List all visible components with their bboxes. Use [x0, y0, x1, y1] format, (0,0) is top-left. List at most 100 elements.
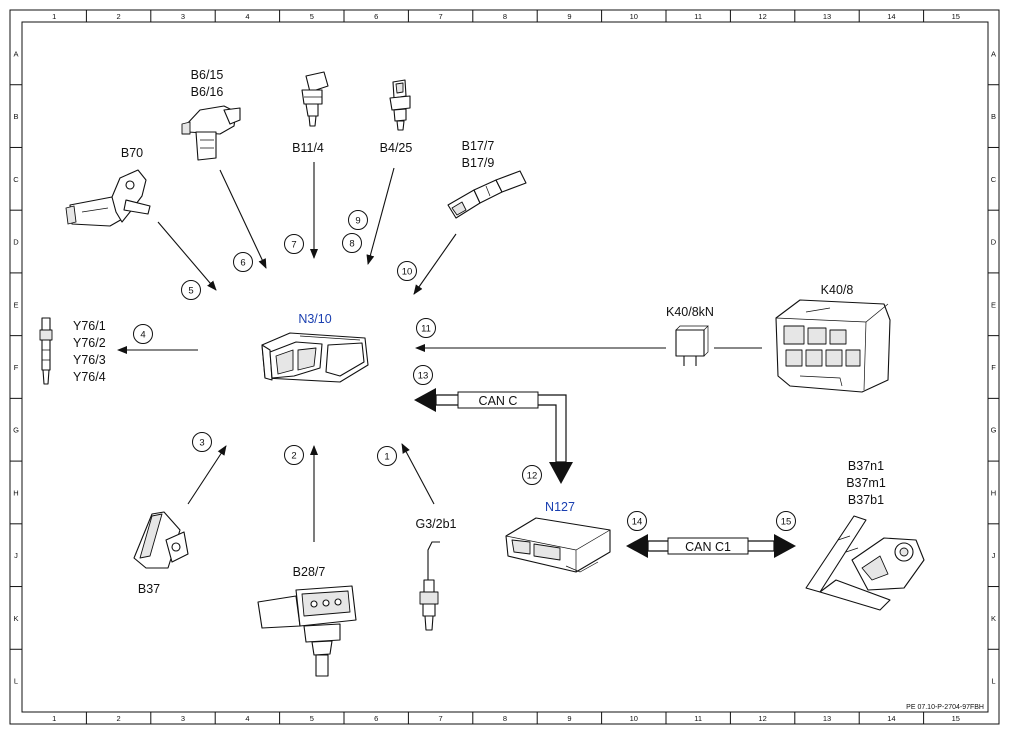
grid-row-right-D: D: [991, 238, 997, 247]
grid-ticks: [10, 10, 999, 724]
b28-icon: [257, 585, 357, 677]
grid-col-top-12: 12: [758, 12, 766, 21]
grid-row-left-A: A: [13, 49, 18, 58]
can-c1-bus: CAN C1: [626, 534, 796, 558]
grid-row-right-C: C: [991, 175, 997, 184]
grid-col-bottom-4: 4: [245, 714, 249, 723]
grid-col-bottom-5: 5: [310, 714, 314, 723]
module-k40-8: K40/8: [775, 283, 891, 393]
b37n1-icon: [805, 515, 925, 611]
n127-icon: [505, 517, 611, 573]
callout-number: 6: [240, 257, 245, 268]
label-b17-9: B17/9: [462, 156, 495, 170]
b11-icon: [301, 71, 329, 127]
callout-8: 8: [342, 233, 362, 253]
can-c-bus: CAN C: [414, 388, 573, 484]
can-c1-arrowhead-right: [774, 534, 796, 558]
callout-number: 9: [355, 215, 360, 226]
relay-k40-8kn: K40/8kN: [666, 305, 714, 366]
callout-13: 13: [413, 365, 433, 385]
grid-col-top-5: 5: [310, 12, 314, 21]
grid-col-bottom-15: 15: [952, 714, 960, 723]
label-b37n1: B37n1: [848, 459, 884, 473]
label-b11-4: B11/4: [292, 141, 324, 155]
label-y76-1: Y76/1: [73, 319, 106, 333]
grid-row-left-L: L: [14, 677, 18, 686]
grid-row-left-K: K: [13, 614, 18, 623]
ecu-label: N3/10: [298, 312, 331, 326]
grid-row-right-H: H: [991, 488, 996, 497]
grid-row-right-E: E: [991, 300, 996, 309]
callout-2: 2: [284, 445, 304, 465]
grid-row-left-F: F: [14, 363, 19, 372]
grid-col-bottom-2: 2: [117, 714, 121, 723]
grid-col-top-13: 13: [823, 12, 831, 21]
label-y76-4: Y76/4: [73, 370, 106, 384]
arrow-3: [187, 445, 227, 505]
label-g3-2b1: G3/2b1: [415, 517, 456, 531]
grid-col-top-8: 8: [503, 12, 507, 21]
callout-number: 11: [421, 323, 431, 334]
callout-number: 2: [291, 450, 296, 461]
arrow-6: [219, 169, 267, 269]
assembly-b37n1: B37n1 B37m1 B37b1: [805, 459, 925, 611]
label-k40-8: K40/8: [821, 283, 854, 297]
callout-number: 12: [527, 470, 538, 481]
grid-col-top-3: 3: [181, 12, 185, 21]
label-b4-25: B4/25: [380, 141, 413, 155]
b6-icon: [181, 105, 241, 161]
g3-icon: [419, 541, 440, 631]
label-b37: B37: [138, 582, 160, 596]
b70-icon: [65, 169, 151, 227]
y76-icon: [39, 317, 53, 385]
label-b70: B70: [121, 146, 143, 160]
grid-row-left-C: C: [13, 175, 19, 184]
b4-icon: [389, 79, 411, 131]
can-c-label: CAN C: [479, 394, 518, 408]
can-c-arrowhead-left: [414, 388, 436, 412]
grid-col-top-14: 14: [887, 12, 895, 21]
label-b28-7: B28/7: [293, 565, 326, 579]
sensor-g3-2b1: G3/2b1: [415, 517, 457, 631]
callout-10: 10: [397, 261, 417, 281]
module-n127: N127: [505, 500, 611, 573]
grid-row-right-K: K: [991, 614, 996, 623]
grid-col-bottom-11: 11: [694, 714, 702, 723]
injectors-y76: Y76/1 Y76/2 Y76/3 Y76/4: [39, 317, 106, 385]
frame: 1122334455667788991010111112121313141415…: [9, 9, 1000, 725]
grid-col-top-9: 9: [567, 12, 571, 21]
can-c-arrowhead-down: [549, 462, 573, 484]
grid-col-bottom-10: 10: [630, 714, 638, 723]
grid-row-right-J: J: [992, 551, 996, 560]
callout-number: 4: [140, 329, 145, 340]
arrow-1: [401, 443, 435, 505]
can-c1-arrowhead-left: [626, 534, 648, 558]
grid-labels: 1122334455667788991010111112121313141415…: [13, 12, 997, 723]
ecu-n3-10: N3/10: [261, 312, 369, 383]
callout-number: 7: [291, 239, 296, 250]
sensor-b4-25: B4/25: [380, 79, 413, 155]
can-c1-label: CAN C1: [685, 540, 731, 554]
grid-col-top-7: 7: [439, 12, 443, 21]
callout-number: 14: [632, 516, 643, 527]
grid-col-top-10: 10: [630, 12, 638, 21]
sensor-b28-7: B28/7: [257, 565, 357, 677]
callout-number: 3: [199, 437, 204, 448]
signal-arrows: [117, 162, 762, 542]
label-b37b1: B37b1: [848, 493, 884, 507]
grid-row-left-B: B: [13, 112, 18, 121]
sensor-b6: B6/15 B6/16: [181, 68, 241, 161]
b37-icon: [133, 511, 189, 569]
label-k40-8kn: K40/8kN: [666, 305, 714, 319]
grid-col-bottom-13: 13: [823, 714, 831, 723]
grid-col-bottom-9: 9: [567, 714, 571, 723]
label-b6-15: B6/15: [191, 68, 224, 82]
arrow-10: [413, 233, 457, 295]
callout-14: 14: [627, 511, 647, 531]
callout-9: 9: [348, 210, 368, 230]
k40-icon: [775, 299, 891, 393]
sensor-b17: B17/7 B17/9: [447, 139, 527, 219]
label-y76-2: Y76/2: [73, 336, 106, 350]
